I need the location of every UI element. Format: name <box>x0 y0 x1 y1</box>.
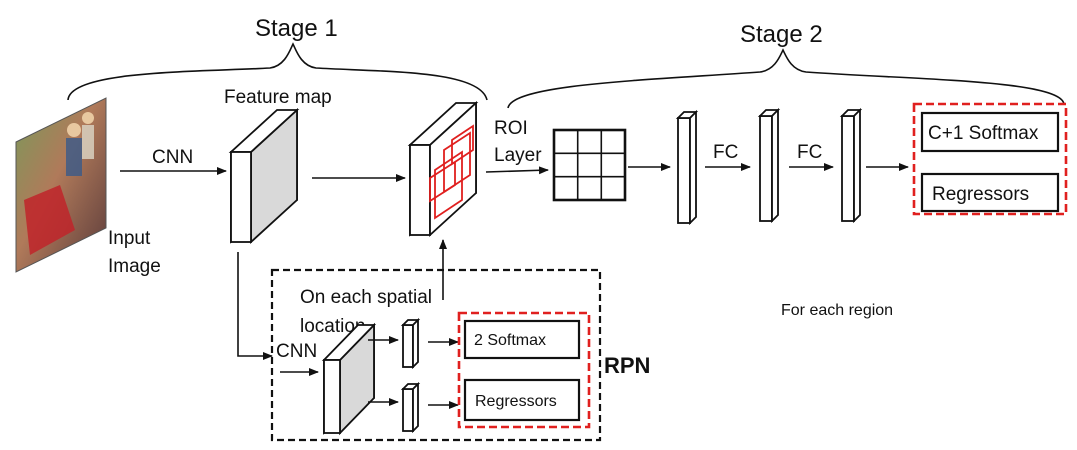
rpn-output-group <box>457 311 591 429</box>
stage1-brace <box>67 42 488 101</box>
for-each-region-label: For each region <box>781 302 893 319</box>
roi-layer-arrow <box>485 166 549 175</box>
roi-label-line2: Layer <box>494 145 542 166</box>
input-image-label-line2: Image <box>108 256 161 277</box>
roi-feature-block <box>407 100 479 238</box>
rpn-cls-bar <box>400 317 421 370</box>
c1-softmax-label: C+1 Softmax <box>928 123 1039 144</box>
roi-pooled-grid <box>552 128 627 202</box>
regressors-box-rpn <box>463 378 581 422</box>
input-image-label-line1: Input <box>108 228 151 249</box>
spatial-location-label-line2: location <box>300 316 366 337</box>
softmax2-label: 2 Softmax <box>474 332 546 349</box>
rpn-container <box>270 268 602 442</box>
fc2-label: FC <box>797 142 822 163</box>
roi-proposals <box>429 124 474 220</box>
fc-layer-1 <box>675 109 699 226</box>
fc-layer-2 <box>757 107 781 224</box>
stage2-brace <box>507 48 1065 109</box>
cnn-top-label: CNN <box>152 147 193 168</box>
stage2-label: Stage 2 <box>740 21 823 48</box>
regressors-label-stage2: Regressors <box>932 184 1029 205</box>
regressors-label-rpn: Regressors <box>475 393 557 410</box>
spatial-location-label-line1: On each spatial <box>300 287 432 308</box>
softmax2-box <box>463 319 581 360</box>
input-image-thumbnail <box>15 97 107 273</box>
cnn-bottom-label: CNN <box>276 341 317 362</box>
feature-to-rpn-arrow <box>237 252 273 360</box>
fc1-label: FC <box>713 142 738 163</box>
rpn-reg-bar <box>400 381 421 434</box>
c1-softmax-box <box>920 111 1060 153</box>
rpn-label: RPN <box>604 353 650 378</box>
rpn-conv-block <box>321 322 377 436</box>
feature-map-block <box>228 107 300 245</box>
fc-layer-3 <box>839 107 863 224</box>
stage2-output-group <box>912 102 1068 216</box>
regressors-box-stage2 <box>920 172 1060 213</box>
stage1-label: Stage 1 <box>255 15 338 42</box>
roi-label-line1: ROI <box>494 118 528 139</box>
feature-map-label: Feature map <box>224 87 332 108</box>
